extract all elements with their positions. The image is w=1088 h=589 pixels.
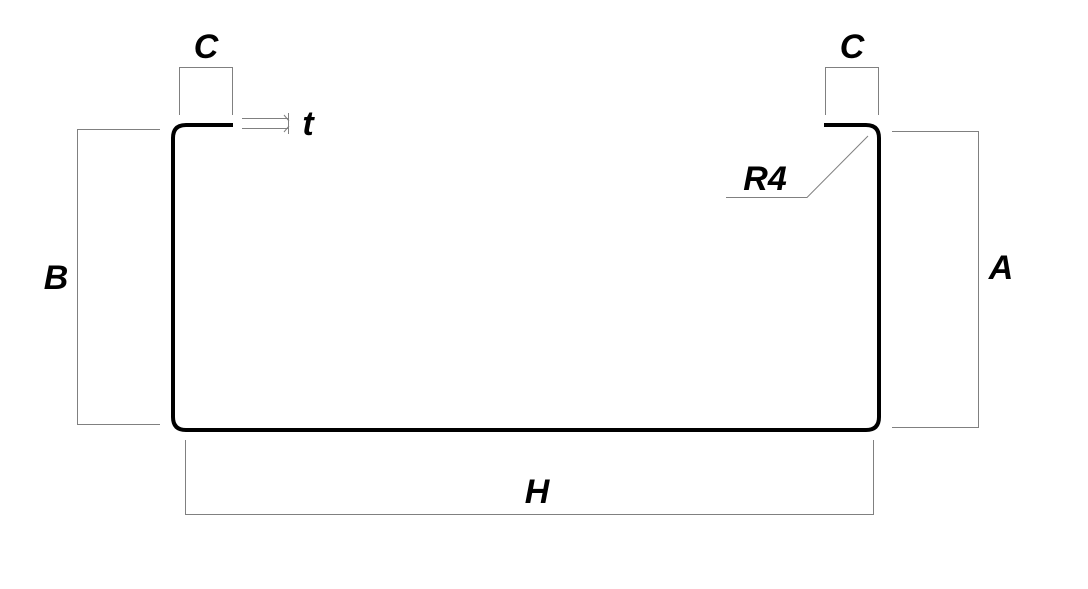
dimension-b	[77, 129, 160, 425]
label-radius: R4	[743, 160, 787, 198]
label-thickness: t	[302, 105, 315, 143]
dimension-h	[185, 440, 874, 515]
label-c-left: C	[194, 28, 219, 66]
dimension-c-right	[825, 67, 879, 115]
dimension-a	[892, 131, 979, 428]
dimension-c-left	[179, 67, 233, 115]
radius-leader	[726, 135, 869, 198]
label-c-right: C	[840, 28, 865, 66]
dimension-t	[242, 113, 290, 134]
label-b: B	[44, 259, 69, 297]
label-a: A	[988, 249, 1014, 287]
label-h: H	[525, 473, 551, 511]
channel-profile	[171, 123, 881, 432]
